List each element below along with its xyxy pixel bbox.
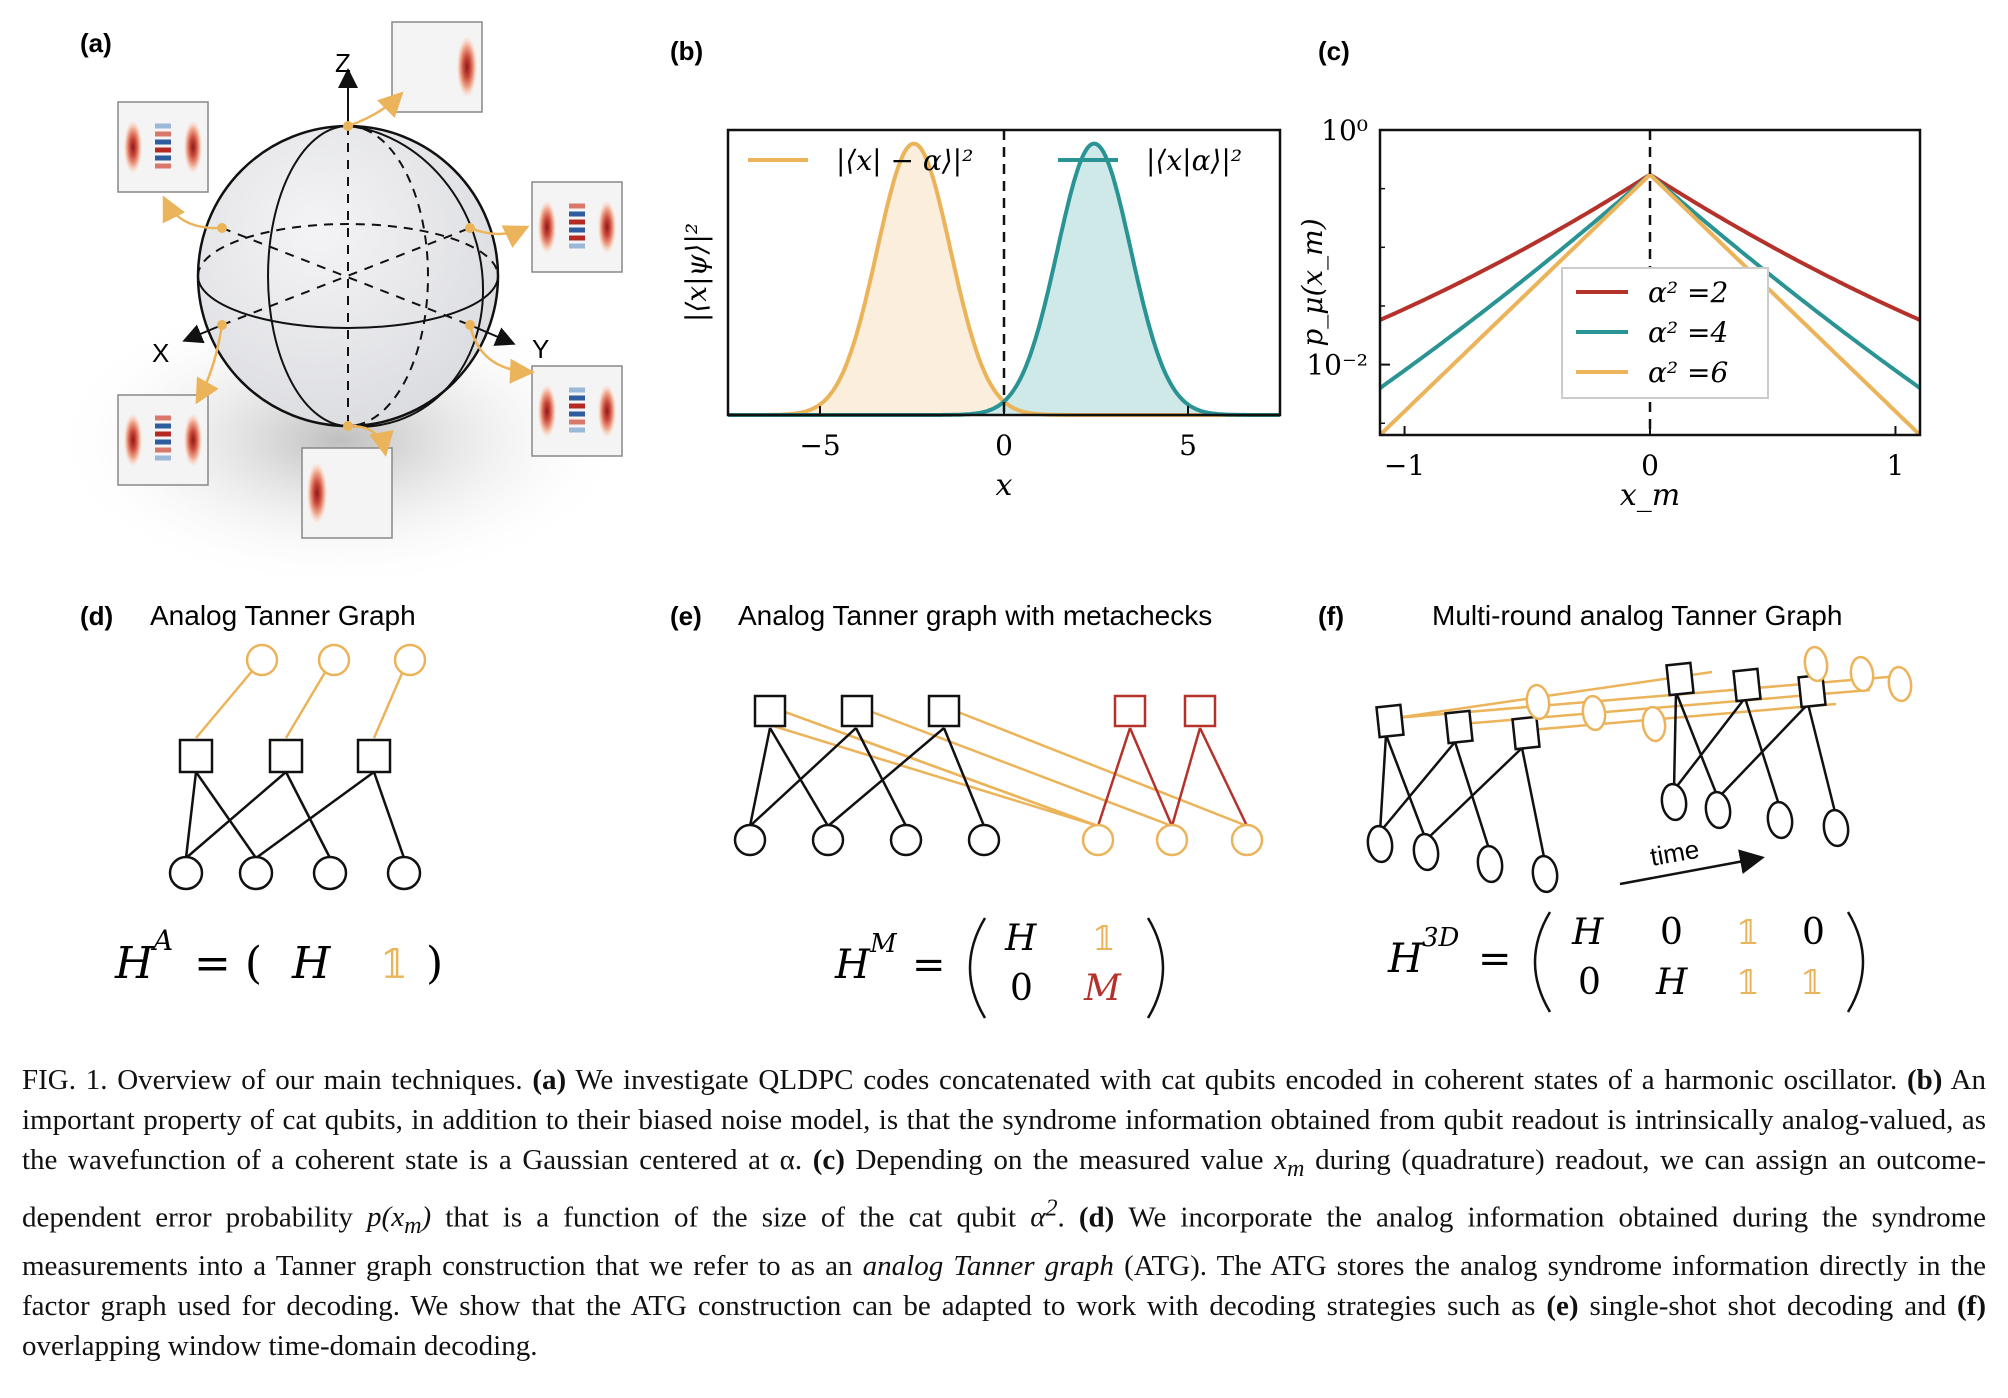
legend-label-1: |⟨x|α⟩|²	[1146, 144, 1242, 177]
x-tick-label: 5	[1179, 429, 1197, 462]
wigner-inset-cat-3	[117, 394, 209, 486]
y-axis-label: p_μ(x_m)	[1296, 218, 1329, 346]
equation-f: H 3D = H 0 𝟙 0 0 H 𝟙 𝟙	[1387, 911, 1865, 1013]
y-tick-label: 10⁰	[1321, 114, 1368, 147]
wigner-inset-cat-4	[531, 365, 623, 457]
legend-label-2: α² =6	[1648, 356, 1728, 389]
legend-label-1: α² =4	[1648, 316, 1728, 349]
eq-f-r2c3: 𝟙	[1736, 963, 1760, 1003]
series-line-2	[1378, 171, 1922, 437]
eq-e-sup: M	[869, 929, 898, 959]
caption-text-f: overlapping window time-domain decoding.	[22, 1330, 538, 1363]
panel-d-title: Analog Tanner Graph	[150, 600, 416, 631]
eq-d-identity: 𝟙	[380, 942, 408, 988]
eq-e-r2c2: M	[1083, 968, 1122, 1009]
caption-intro: Overview of our main techniques.	[117, 1064, 523, 1096]
caption-text-b: An important property of cat qubits, in …	[22, 1064, 1987, 1176]
panel-label-b: (b)	[670, 36, 703, 66]
x-tick-label: −1	[1384, 449, 1425, 482]
eq-e-r1c2: 𝟙	[1092, 919, 1116, 959]
caption-var-alpha: α2	[1030, 1194, 1058, 1234]
panel-label-c: (c)	[1318, 36, 1350, 66]
tanner-graph-f	[1366, 645, 1913, 894]
tanner-graph-e	[733, 694, 1264, 857]
eq-d-eq: = (	[180, 938, 276, 989]
panel-label-a: (a)	[80, 28, 112, 58]
tanner-graph-d	[168, 643, 427, 891]
eq-f-r1c1: H	[1571, 912, 1604, 953]
legend-label-0: |⟨x| − α⟩|²	[836, 144, 973, 177]
wigner-inset-cat-1	[117, 101, 209, 193]
eq-f-r2c1: 0	[1578, 962, 1601, 1003]
caption-fig-number: FIG. 1.	[22, 1064, 108, 1096]
series-fill-1	[728, 143, 1280, 415]
caption-text-e: single-shot shot decoding and	[1589, 1290, 1947, 1323]
eq-f-r1c3: 𝟙	[1736, 913, 1760, 953]
inset-connectors	[162, 91, 535, 457]
eq-e-eq: =	[912, 942, 946, 988]
axis-x-label: X	[152, 338, 169, 368]
chart-b: −5 0 5 x |⟨x|ψ⟩|² |⟨x| − α⟩|² |⟨x|α⟩|²	[680, 128, 1282, 503]
eq-f-lhs: H	[1387, 936, 1424, 982]
y-tick-label: 10⁻²	[1306, 349, 1368, 382]
x-tick-label: −5	[799, 429, 840, 462]
equation-d: H A = ( H 𝟙 )	[114, 924, 443, 989]
panel-label-e: (e)	[670, 601, 702, 631]
eq-e-r1c1: H	[1004, 918, 1037, 959]
x-tick-label: 0	[1641, 449, 1659, 482]
caption-var-pxm: p(xm)	[367, 1201, 432, 1240]
panel-f-title: Multi-round analog Tanner Graph	[1432, 600, 1842, 631]
wigner-inset-z-plus	[391, 21, 483, 113]
caption-label-d: (d)	[1078, 1201, 1115, 1234]
y-axis-label: |⟨x|ψ⟩|²	[680, 223, 713, 322]
chart-c: −1 0 1 10⁰ 10⁻² x_m p_μ(x_m) α² =2 α² =4 α² =6	[1296, 114, 1922, 513]
eq-f-eq: =	[1478, 936, 1512, 982]
caption-text-d: We incorporate the analog information ob…	[22, 1201, 1987, 1283]
caption-label-a: (a)	[532, 1064, 567, 1096]
caption-label-c: (c)	[812, 1144, 845, 1176]
caption-text-c1: Depending on the measured value	[855, 1144, 1264, 1176]
eq-f-r2c4: 𝟙	[1800, 963, 1824, 1003]
caption-text-a: We investigate QLDPC codes concatenated …	[575, 1064, 1898, 1096]
caption-text-c2: during (quadrature) readout, we can assi…	[22, 1144, 1986, 1234]
figure-canvas: (a) Z X Y	[50, 21, 1922, 1019]
eq-d-lhs: H	[114, 938, 155, 989]
legend-label-0: α² =2	[1648, 276, 1728, 309]
eq-f-r1c2: 0	[1660, 912, 1683, 953]
eq-d-h: H	[291, 938, 332, 989]
eq-f-r1c4: 0	[1802, 912, 1825, 953]
caption-label-b: (b)	[1906, 1064, 1943, 1096]
wigner-inset-cat-2	[531, 181, 623, 273]
eq-f-sup: 3D	[1422, 923, 1460, 953]
axis-y-label: Y	[532, 334, 549, 364]
equation-e: H M = H 𝟙 0 M	[834, 917, 1165, 1019]
figure-caption: FIG. 1. Overview of our main techniques.…	[22, 1064, 1987, 1363]
eq-e-lhs: H	[834, 942, 871, 988]
panel-label-f: (f)	[1318, 601, 1344, 631]
eq-d-close: )	[412, 938, 443, 989]
series-fill-0	[728, 143, 1280, 415]
time-label: time	[1648, 834, 1702, 872]
caption-label-f: (f)	[1957, 1290, 1987, 1323]
x-axis-label: x_m	[1620, 478, 1680, 513]
caption-var-xm: xm	[1274, 1144, 1305, 1182]
axis-z-label: Z	[335, 48, 351, 78]
panel-e-title: Analog Tanner graph with metachecks	[738, 600, 1212, 631]
eq-f-r2c2: H	[1655, 962, 1688, 1003]
caption-text-d2: (ATG). The ATG stores the analog syndrom…	[22, 1250, 1987, 1323]
wigner-inset-z-minus	[301, 447, 393, 539]
x-tick-label: 1	[1887, 449, 1905, 482]
x-axis-label: x	[996, 468, 1013, 503]
x-tick-label: 0	[995, 429, 1013, 462]
caption-italic-atg: analog Tanner graph	[862, 1250, 1114, 1283]
caption-text-c3: that is a function of the size of the ca…	[445, 1201, 1017, 1234]
panel-label-d: (d)	[80, 601, 113, 631]
sphere-shadow	[50, 290, 630, 590]
eq-e-r2c1: 0	[1010, 968, 1033, 1009]
caption-label-e: (e)	[1546, 1290, 1579, 1323]
eq-d-sup: A	[150, 924, 173, 957]
